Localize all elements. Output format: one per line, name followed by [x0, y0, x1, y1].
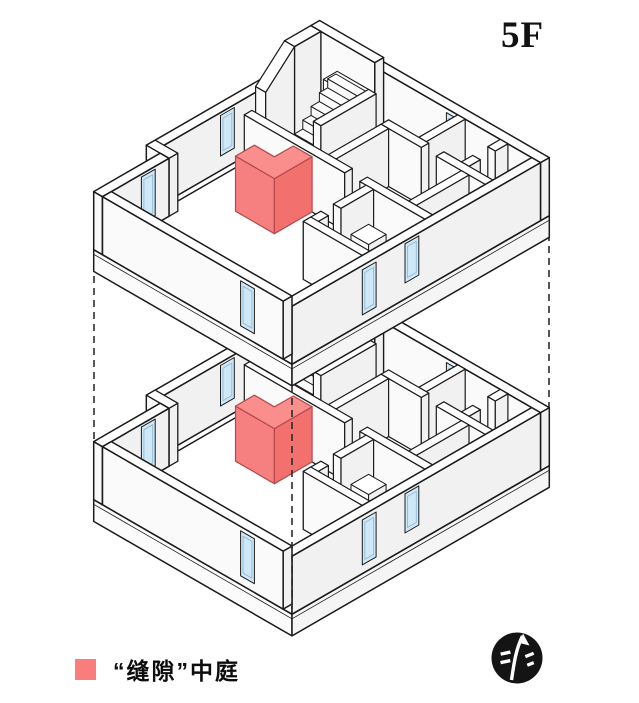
atrium-legend-swatch — [75, 658, 96, 680]
floor-level-label: 5F — [501, 15, 545, 56]
atrium-legend-label: “缝隙”中庭 — [113, 658, 240, 684]
north-arrow-icon — [491, 632, 543, 684]
floor-upper-axon — [92, 19, 551, 387]
floor-lower-axon — [92, 269, 551, 637]
legend: “缝隙”中庭 — [75, 652, 240, 686]
